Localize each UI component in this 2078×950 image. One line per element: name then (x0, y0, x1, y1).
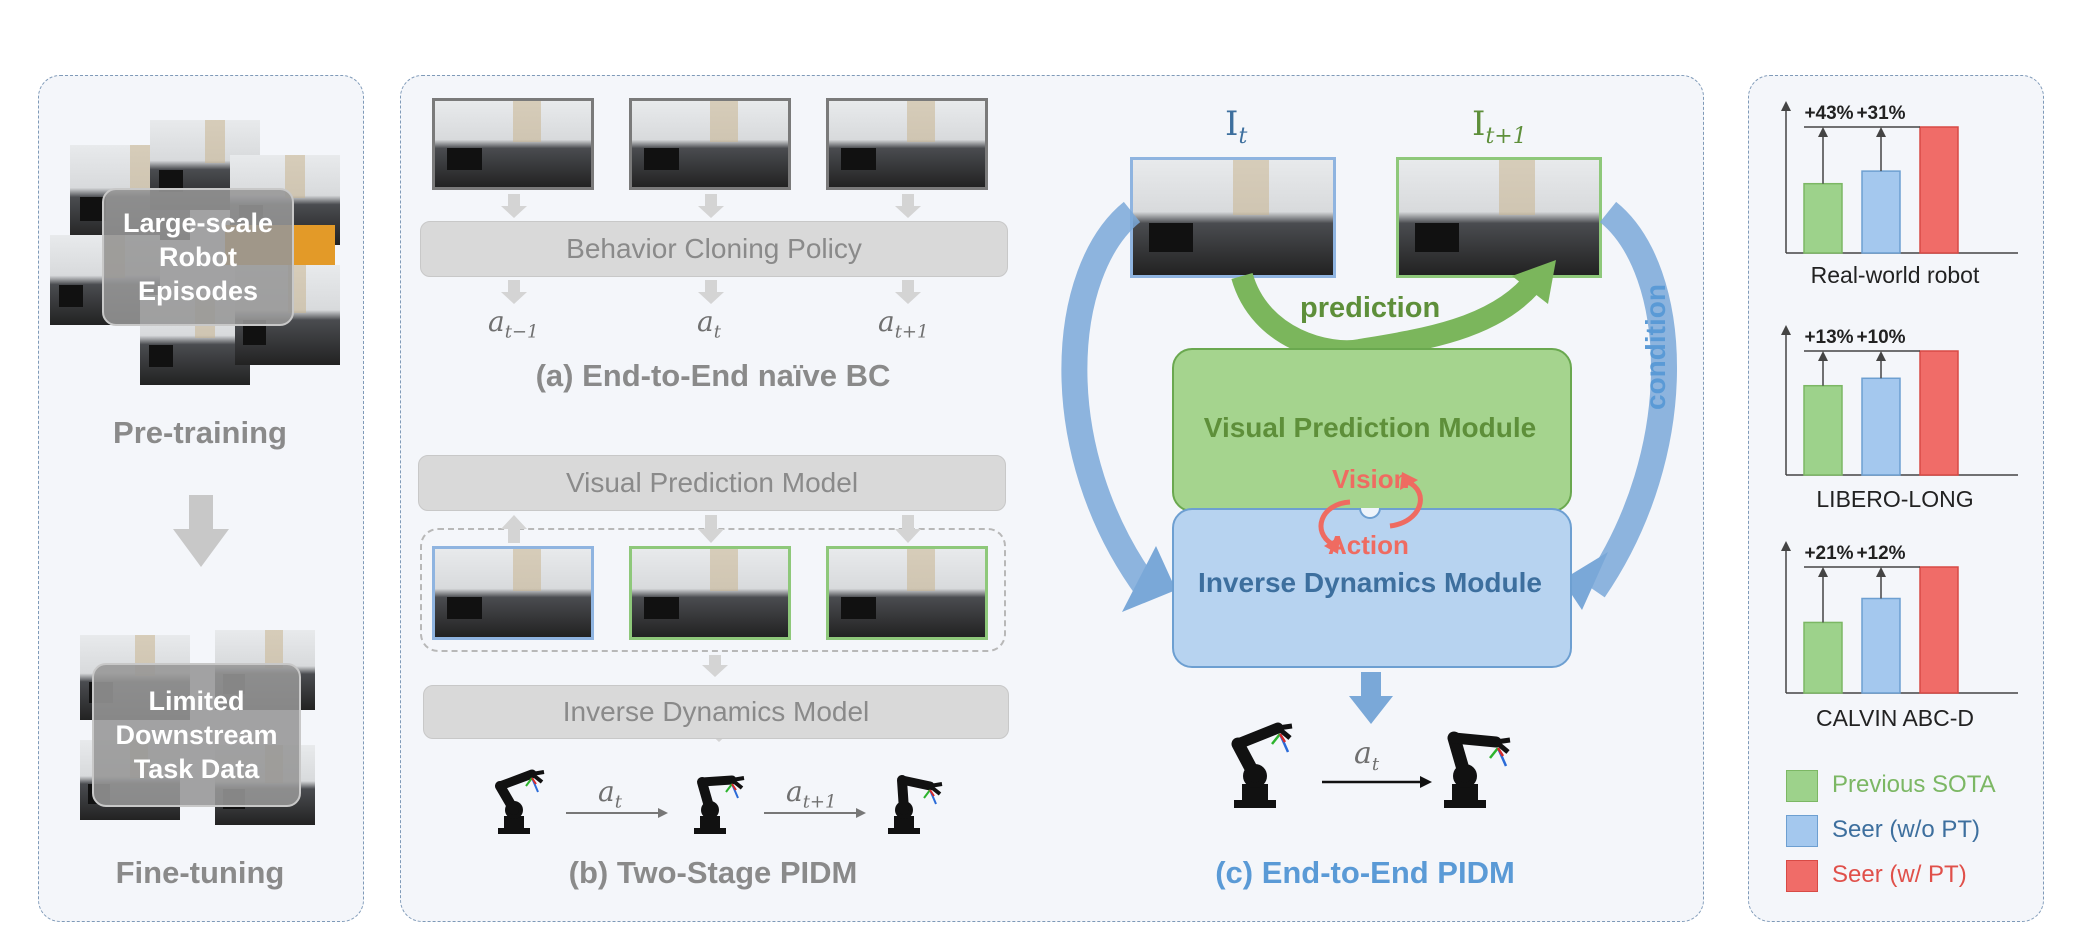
chart-calvin-annotation-2: +12% (1856, 543, 1905, 564)
frame-label-current: It (1225, 104, 1248, 149)
chart-real-world-gain-arrowhead-1 (1818, 127, 1828, 137)
chart-real-world-bar-1 (1803, 182, 1843, 254)
panel-a-arrows (501, 194, 921, 304)
chart-title-libero: LIBERO-LONG (1816, 486, 1974, 512)
chart-real-world-bar-2 (1861, 170, 1901, 254)
chart-real-world-annotation-1: +43% (1804, 103, 1853, 124)
chart-real-world-bar-3 (1919, 126, 1959, 254)
action-a-next: at+1 (878, 305, 929, 343)
inverse-dynamics-module-label: Inverse Dynamics Module (1198, 567, 1542, 598)
chart-calvin-bar-1 (1803, 621, 1843, 694)
visual-prediction-module (1172, 348, 1572, 512)
chart-calvin-gain-arrowhead-1 (1818, 567, 1828, 577)
caption-a: (a) End-to-End naïve BC (535, 358, 891, 393)
action-label: Action (1328, 530, 1409, 560)
robot-arm-icon (1231, 722, 1293, 808)
chart-title-real-world: Real-world robot (1810, 262, 1980, 288)
pretrain-data-box: Large-scale Robot Episodes (102, 188, 294, 326)
frame-a-3 (826, 98, 988, 190)
action-a-prev: at−1 (488, 305, 539, 343)
legend-label-previous-sota: Previous SOTA (1832, 771, 1996, 798)
visual-prediction-model-label: Visual Prediction Model (565, 467, 859, 498)
action-a-current: at (697, 305, 721, 343)
frame-b-pred-1 (629, 546, 791, 640)
finetune-data-label: Limited Downstream Task Data (115, 686, 278, 784)
chart-libero-annotation-2: +10% (1856, 327, 1905, 348)
chart-libero-y-axis-arrow (1781, 325, 1791, 335)
legend-swatch-seer-wo-pt (1786, 815, 1818, 847)
chart-real-world-gain-arrowhead-2 (1876, 127, 1886, 137)
visual-prediction-module-label: Visual Prediction Module (1203, 412, 1537, 443)
pretraining-label: Pre-training (113, 415, 287, 450)
legend-swatch-seer-w-pt (1786, 860, 1818, 892)
chart-libero-gain-arrowhead-1 (1818, 351, 1828, 361)
frame-c-next (1396, 157, 1602, 278)
behavior-cloning-policy-box: Behavior Cloning Policy (420, 221, 1008, 277)
chart-libero-annotation-1: +13% (1804, 327, 1853, 348)
robot-arm-icon (694, 775, 745, 834)
chart-calvin-bar-3 (1919, 566, 1959, 694)
chart-libero-bar-1 (1803, 384, 1843, 476)
vision-label: Vision (1332, 464, 1410, 494)
frame-label-next: It+1 (1472, 104, 1527, 149)
frame-b-current (432, 546, 594, 640)
results-charts: +43%+31% +13%+10% +21%+12% (1781, 101, 2018, 694)
finetuning-label: Fine-tuning (115, 855, 285, 890)
caption-b: (b) Two-Stage PIDM (568, 855, 858, 890)
action-b-next: at+1 (786, 775, 837, 813)
robot-arm-icon (495, 769, 545, 834)
chart-calvin-bar-2 (1861, 597, 1901, 694)
chart-libero-gain-arrowhead-2 (1876, 351, 1886, 361)
caption-c: (c) End-to-End PIDM (1215, 855, 1515, 890)
arrow-c (1322, 776, 1432, 788)
frame-a-1 (432, 98, 594, 190)
chart-calvin-annotation-1: +21% (1804, 543, 1853, 564)
finetune-data-box: Limited Downstream Task Data (92, 663, 301, 807)
legend-label-seer-w-pt: Seer (w/ PT) (1832, 861, 1967, 888)
vision-action-cycle-icon (1318, 472, 1423, 554)
chart-real-world-annotation-2: +31% (1856, 103, 1905, 124)
chart-libero-bar-2 (1861, 377, 1901, 476)
legend-swatch-previous-sota (1786, 770, 1818, 802)
down-arrow-icon (173, 495, 229, 567)
action-c-current: at (1354, 736, 1380, 775)
action-b-current: at (598, 775, 622, 813)
inverse-dynamics-model-label: Inverse Dynamics Model (562, 696, 870, 727)
robot-arm-icon (888, 775, 943, 834)
down-arrow-icon (1349, 672, 1393, 724)
chart-title-calvin: CALVIN ABC-D (1815, 705, 1975, 731)
chart-libero-bar-3 (1919, 350, 1959, 476)
pretrain-data-label: Large-scale Robot Episodes (122, 208, 274, 306)
inverse-dynamics-module (1172, 508, 1572, 668)
chart-calvin-y-axis-arrow (1781, 541, 1791, 551)
legend-label-seer-wo-pt: Seer (w/o PT) (1832, 816, 1981, 843)
arrow-b-2 (764, 808, 866, 818)
condition-label: condition (1640, 284, 1671, 410)
arrow-b-1 (566, 808, 668, 818)
chart-real-world-y-axis-arrow (1781, 101, 1791, 111)
prediction-label: prediction (1300, 292, 1441, 324)
chart-calvin-gain-arrowhead-2 (1876, 567, 1886, 577)
frame-a-2 (629, 98, 791, 190)
frame-b-pred-2 (826, 546, 988, 640)
inverse-dynamics-model-box: Inverse Dynamics Model (423, 685, 1009, 739)
visual-prediction-model-box: Visual Prediction Model (418, 455, 1006, 511)
robot-arm-icon (1444, 731, 1511, 808)
behavior-cloning-policy-label: Behavior Cloning Policy (566, 233, 862, 264)
